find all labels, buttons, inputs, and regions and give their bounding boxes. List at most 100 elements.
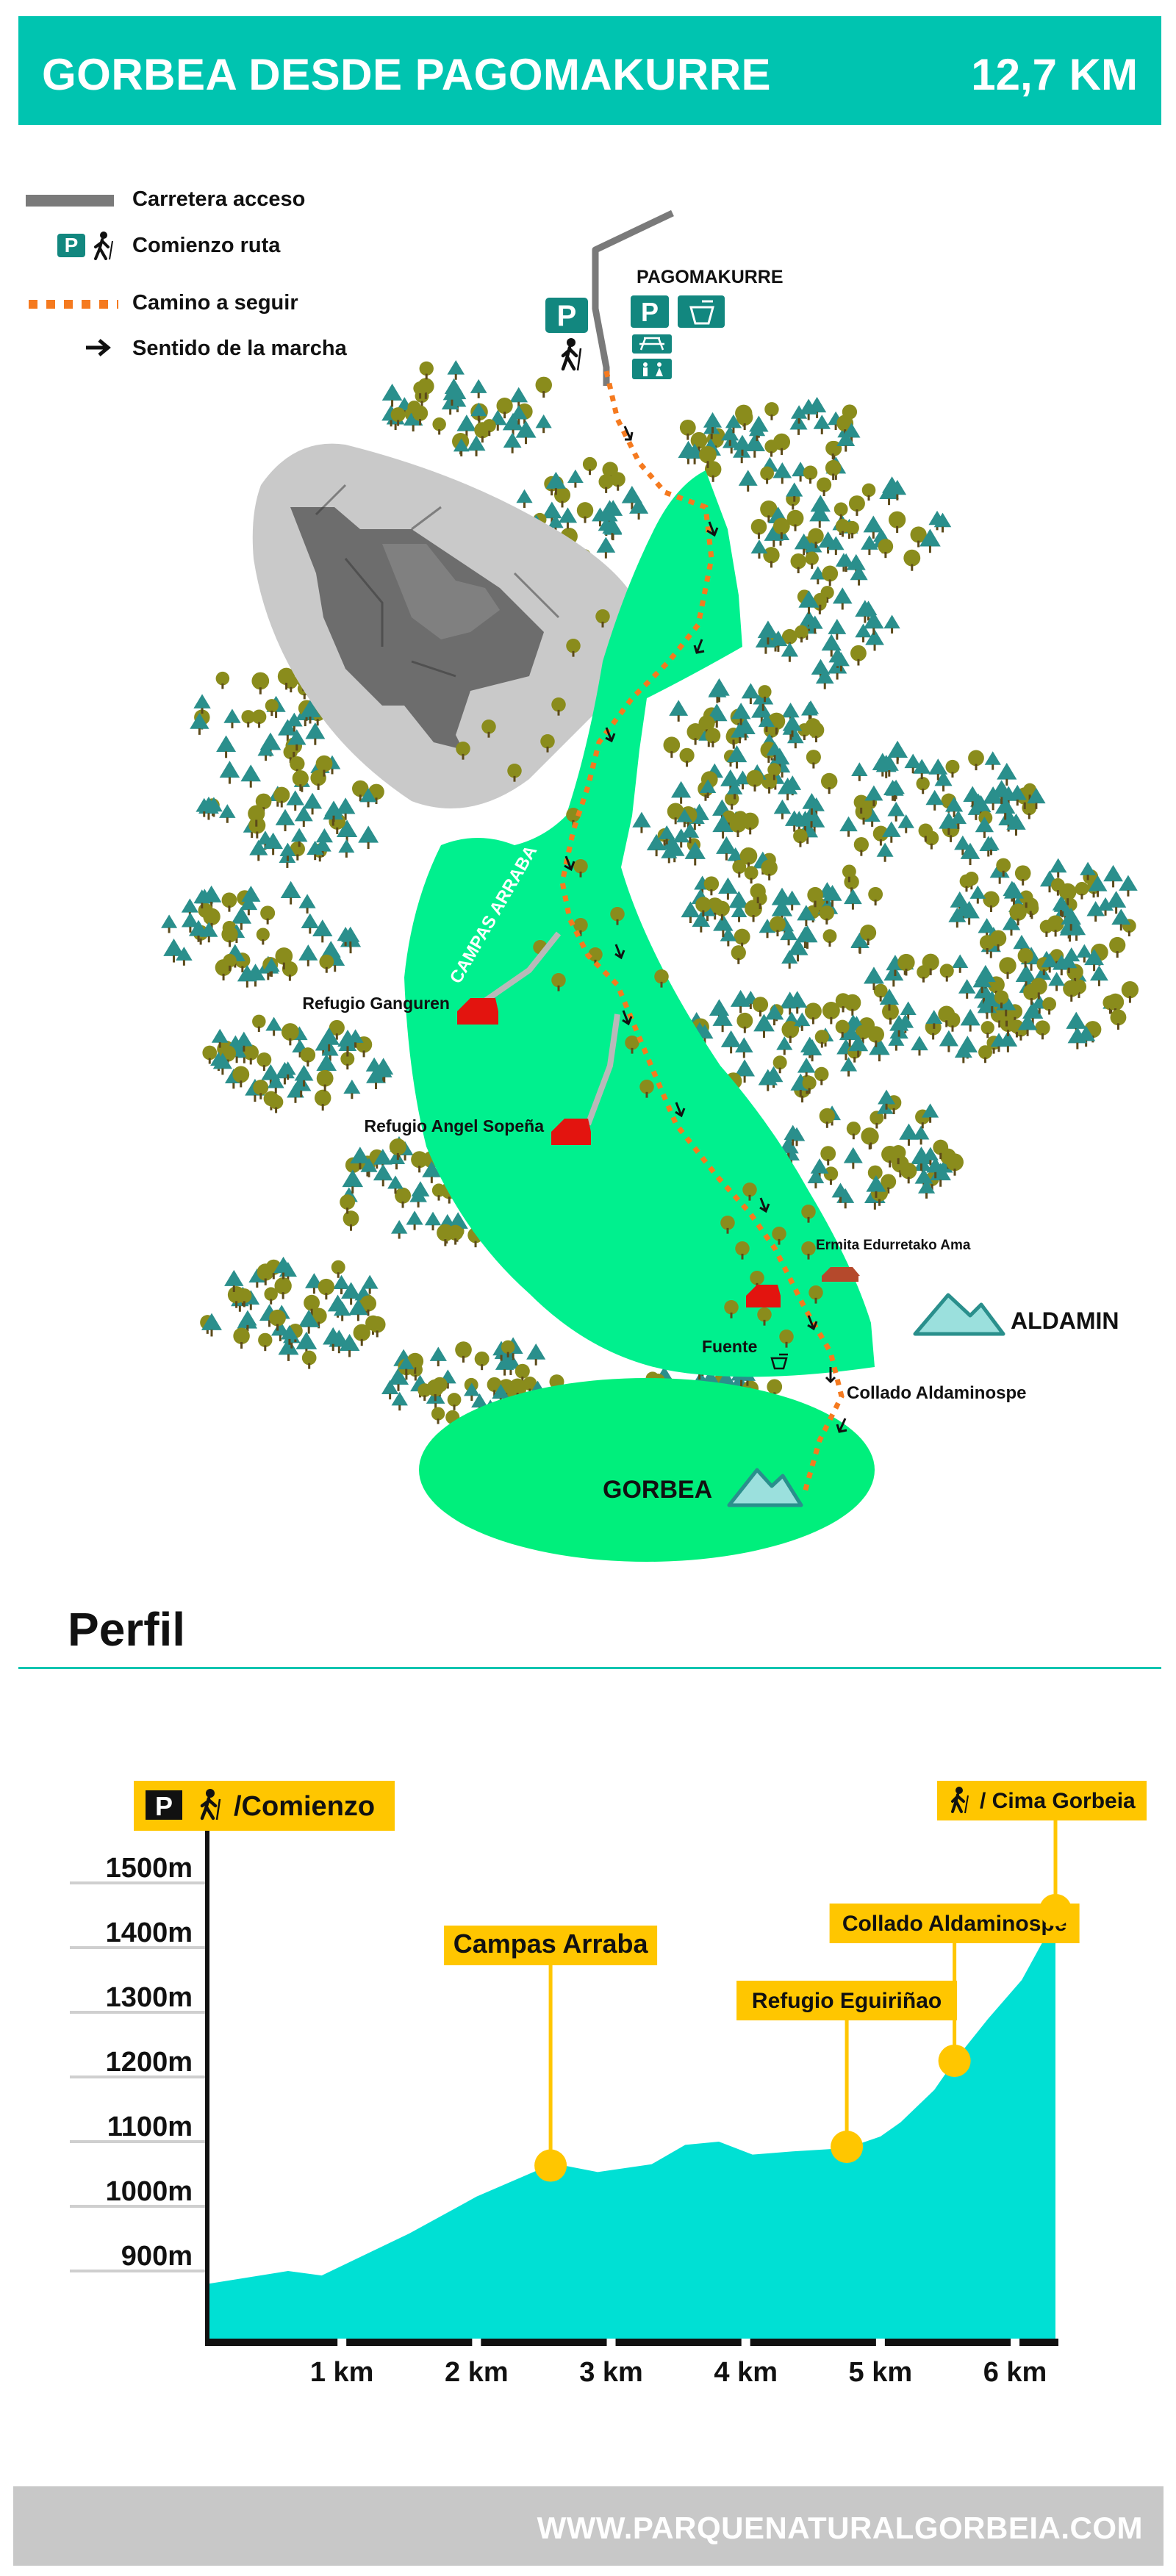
campas-meadow (404, 470, 875, 1377)
direction-arrows (564, 426, 847, 1433)
tree-icon (453, 438, 470, 456)
tree-icon (339, 1333, 360, 1357)
tree-icon (447, 1393, 462, 1410)
fuente-label: Fuente (702, 1337, 757, 1356)
tree-icon (806, 750, 821, 769)
tree-icon (411, 1151, 429, 1173)
tree-icon (960, 1008, 980, 1032)
tree-icon (333, 1301, 351, 1321)
tree-icon (850, 565, 868, 586)
tree-icon (1017, 947, 1033, 968)
tree-icon (899, 1123, 919, 1146)
tree-icon (390, 407, 406, 426)
tree-icon (654, 969, 669, 988)
tree-icon (268, 1094, 284, 1113)
tree-icon (983, 891, 1000, 912)
tree-icon (802, 793, 822, 815)
tree-icon (573, 917, 588, 936)
tree-icon (912, 1125, 930, 1145)
ermita-icon (822, 1267, 860, 1282)
tree-icon (253, 1080, 269, 1099)
tree-icon (864, 785, 883, 807)
tree-icon (843, 1147, 863, 1169)
tree-icon (790, 553, 806, 573)
tree-icon (767, 763, 781, 781)
tree-icon (925, 1010, 943, 1029)
tree-icon (922, 1103, 939, 1123)
tree-icon (679, 747, 695, 767)
tree-icon (883, 614, 900, 634)
tree-icon (868, 886, 883, 906)
tree-icon (783, 890, 801, 911)
tree-icon (703, 412, 723, 434)
tree-icon (758, 685, 772, 703)
tree-icon (692, 911, 711, 933)
tree-icon (887, 801, 905, 822)
tree-icon (910, 526, 927, 548)
tree-icon (863, 515, 884, 539)
tree-icon (1047, 915, 1064, 937)
x-tick-label: 4 km (714, 2357, 778, 2388)
tree-icon (832, 587, 853, 610)
tree-icon (240, 895, 258, 916)
route-title: GORBEA DESDE PAGOMAKURRE (42, 50, 772, 99)
tree-icon (786, 482, 803, 502)
tree-icon (814, 1030, 829, 1048)
tree-icon (751, 700, 772, 725)
tree-icon (482, 419, 496, 437)
tree-icon (661, 844, 678, 864)
x-tick-label: 6 km (983, 2357, 1047, 2388)
tree-icon (873, 983, 888, 1002)
tree-icon (835, 993, 851, 1013)
tree-icon (997, 762, 1017, 786)
tree-icon (757, 1307, 772, 1326)
tree-icon (978, 1045, 992, 1063)
tree-icon (948, 907, 967, 928)
y-tick-label: 1400m (106, 1917, 193, 1948)
tree-icon (835, 1019, 850, 1038)
tree-icon (625, 1035, 639, 1054)
tree-icon (867, 1026, 885, 1047)
tree-icon (744, 866, 759, 884)
tree-icon (275, 808, 295, 832)
tree-icon (933, 1139, 949, 1160)
tree-icon (251, 709, 267, 728)
elevation-area (207, 1918, 1055, 2340)
tree-icon (718, 877, 738, 900)
summit-hiker-icon (951, 1787, 969, 1814)
legend-start-label: Comienzo ruta (132, 234, 281, 257)
tree-icon (805, 551, 819, 569)
tree-icon (922, 953, 939, 975)
tree-icon (738, 470, 758, 492)
tree-icon (769, 631, 788, 652)
tree-icon (808, 722, 825, 743)
tree-icon (203, 908, 220, 930)
tree-icon (945, 759, 960, 778)
tree-icon (282, 961, 298, 981)
tree-icon (958, 979, 976, 999)
website-url[interactable]: WWW.PARQUENATURALGORBEIA.COM (537, 2511, 1143, 2545)
tree-icon (828, 619, 847, 640)
tree-icon (535, 414, 552, 434)
tree-icon (714, 900, 730, 921)
tree-icon (298, 944, 318, 966)
tree-icon (267, 1074, 284, 1094)
tree-icon (360, 1158, 378, 1177)
tree-icon (265, 699, 279, 717)
tree-icon (281, 1023, 299, 1046)
tree-icon (403, 409, 423, 432)
tree-icon (256, 928, 270, 945)
tree-icon (883, 964, 904, 987)
tree-icon (950, 810, 967, 829)
tree-icon (856, 1025, 871, 1044)
tree-icon (1061, 907, 1082, 931)
tree-icon (381, 1380, 399, 1400)
tree-icon (814, 1066, 829, 1086)
tree-icon (813, 592, 828, 611)
tree-icon (832, 652, 850, 672)
tree-icon (365, 1066, 387, 1089)
tree-icon (764, 524, 784, 547)
tree-icon (991, 780, 1013, 804)
tree-icon (793, 828, 808, 847)
